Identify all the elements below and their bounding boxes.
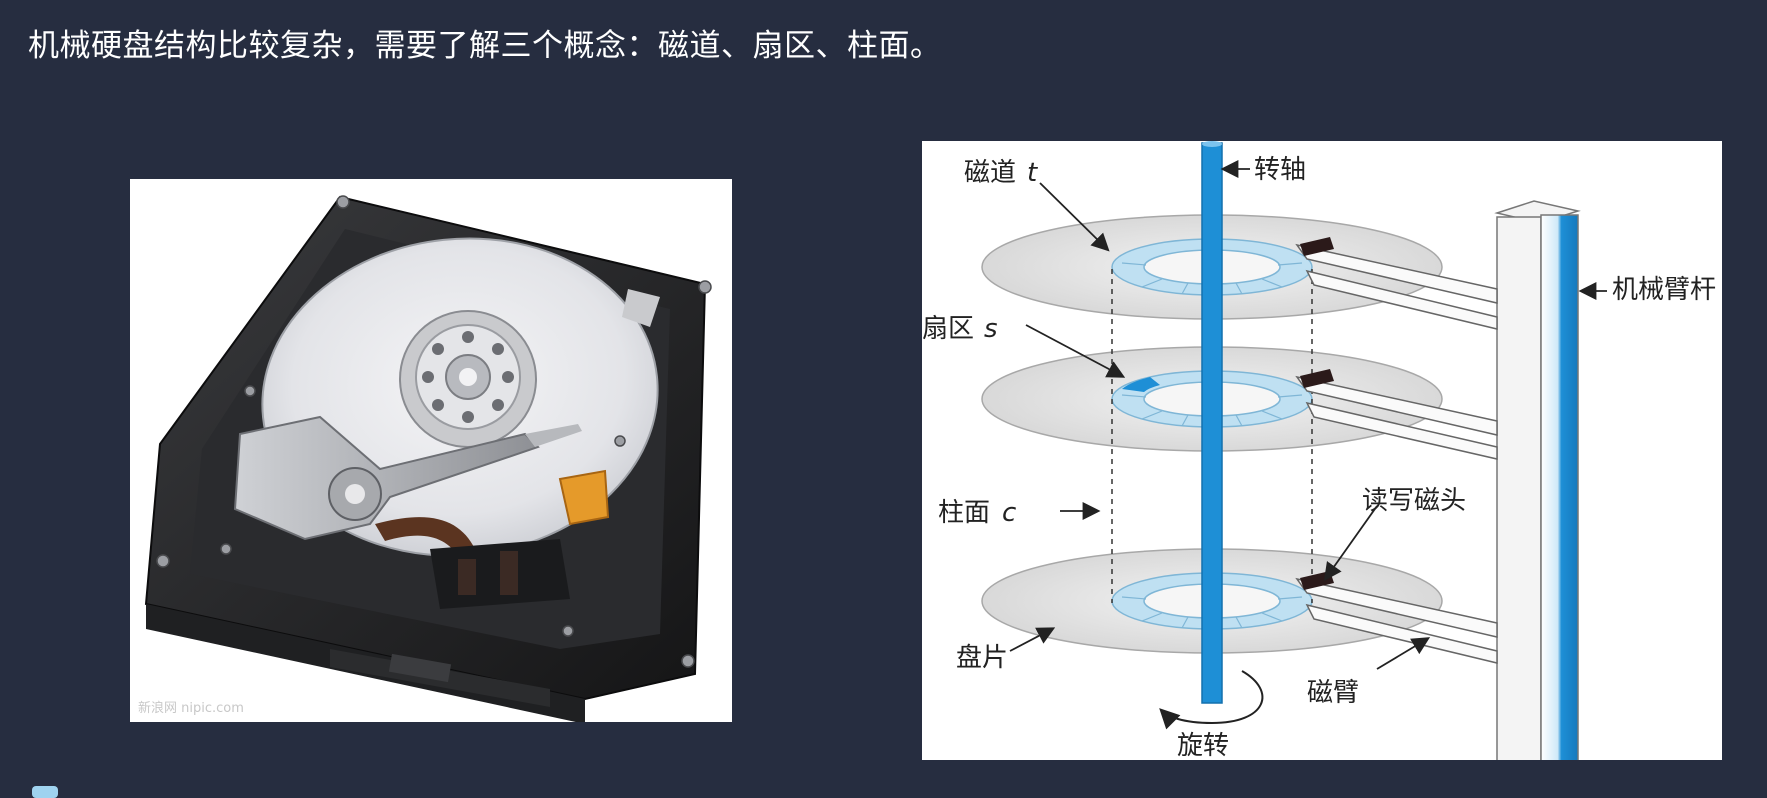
- label-head: 读写磁头: [1362, 486, 1466, 516]
- label-platter: 盘片: [956, 643, 1008, 673]
- disk-structure-diagram: 磁道 t 转轴 扇区 s 机械臂杆 柱面 c 读写磁头 盘片 磁臂 旋转: [922, 141, 1722, 760]
- label-track-var: t: [1027, 158, 1038, 188]
- spindle-shaft: [1201, 142, 1223, 704]
- arm-rod: [1494, 200, 1581, 760]
- label-cylinder: 柱面: [938, 498, 990, 528]
- arms: [1295, 243, 1498, 664]
- hard-drive-photo: 新浪网 nipic.com: [130, 179, 732, 722]
- label-sector-var: s: [984, 314, 998, 344]
- disk-diagram-svg: 磁道 t 转轴 扇区 s 机械臂杆 柱面 c 读写磁头 盘片 磁臂 旋转: [922, 141, 1716, 760]
- label-arm-rod: 机械臂杆: [1612, 275, 1716, 305]
- photo-watermark: 新浪网 nipic.com: [138, 701, 244, 716]
- label-cylinder-var: c: [1002, 498, 1016, 528]
- parking-latch: [558, 469, 610, 526]
- label-track: 磁道: [964, 158, 1016, 188]
- page-heading: 机械硬盘结构比较复杂，需要了解三个概念：磁道、扇区、柱面。: [28, 28, 942, 64]
- corner-indicator: [32, 786, 58, 798]
- hard-drive-illustration: [144, 195, 712, 722]
- label-spindle: 转轴: [1254, 155, 1306, 185]
- label-arm: 磁臂: [1307, 678, 1359, 708]
- label-sector: 扇区: [922, 314, 974, 344]
- actuator-arm: [233, 415, 540, 541]
- label-rotation: 旋转: [1177, 731, 1229, 760]
